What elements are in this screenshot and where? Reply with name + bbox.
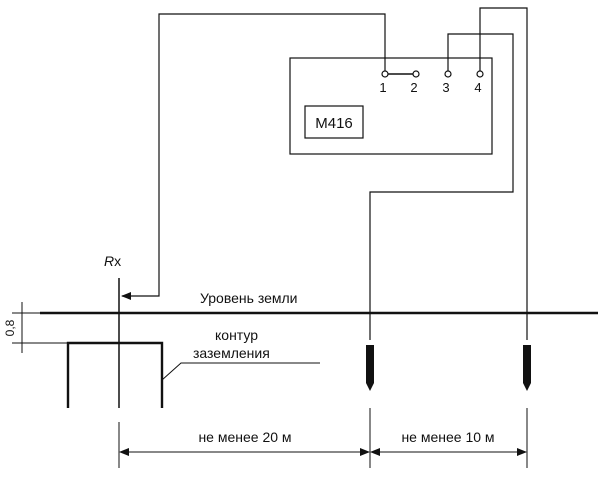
wire-terminal-1-to-rx bbox=[121, 13, 386, 300]
device-label-box bbox=[304, 105, 364, 139]
terminal-label-3: 3 bbox=[442, 80, 449, 95]
terminal-3 bbox=[444, 70, 452, 78]
grounding-contour bbox=[66, 341, 164, 408]
depth-label: 0,8 bbox=[3, 319, 17, 336]
terminal-2 bbox=[412, 70, 420, 78]
rx-label: Rx bbox=[104, 253, 121, 269]
wire-terminal-4-to-electrode bbox=[479, 7, 528, 340]
wire-terminal-3-to-electrode bbox=[369, 33, 514, 340]
distance-label-20m: не менее 20 м bbox=[198, 429, 291, 445]
potential-electrode bbox=[366, 345, 374, 391]
rx-label-x: x bbox=[114, 253, 121, 269]
device-name: M416 bbox=[315, 115, 353, 132]
current-electrode bbox=[523, 345, 531, 391]
terminal-4 bbox=[476, 70, 484, 78]
contour-label-line2: заземления bbox=[193, 345, 270, 361]
terminal-label-1: 1 bbox=[379, 80, 386, 95]
terminal-label-4: 4 bbox=[474, 80, 481, 95]
device-box bbox=[289, 57, 493, 155]
terminal-1 bbox=[381, 70, 389, 78]
distance-label-10m: не менее 10 м bbox=[401, 429, 494, 445]
contour-leader bbox=[161, 362, 320, 381]
rx-label-r: R bbox=[104, 253, 114, 269]
terminal-label-2: 2 bbox=[410, 80, 417, 95]
ground-level-label: Уровень земли bbox=[200, 290, 297, 306]
contour-label-line1: контур bbox=[215, 327, 258, 343]
